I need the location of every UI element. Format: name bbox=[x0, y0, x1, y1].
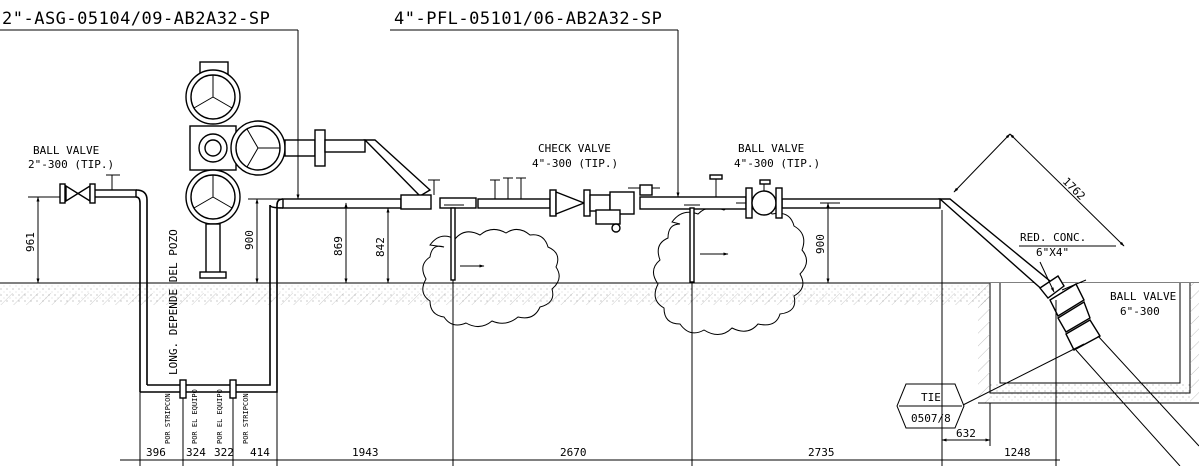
main-line-fittings bbox=[400, 174, 1199, 466]
dim-bottom-322: 322 bbox=[214, 446, 234, 459]
dim-900-right: 900 bbox=[814, 234, 827, 254]
ball-valve-right-label: BALL VALVE bbox=[1110, 290, 1176, 303]
main-pipe bbox=[282, 196, 1058, 294]
dim-bottom-324: 324 bbox=[186, 446, 206, 459]
ball-valve-mid-size: 4"-300 (TIP.) bbox=[734, 157, 820, 170]
scope-note-3: POR EL EQUIPO bbox=[216, 389, 224, 444]
well-head bbox=[185, 61, 432, 279]
ball-valve-right-size: 6"-300 bbox=[1120, 305, 1160, 318]
line-number-2in: 2"-ASG-05104/09-AB2A32-SP bbox=[2, 9, 270, 29]
reducer-size: 6"X4" bbox=[1036, 246, 1069, 259]
dim-bottom-2670: 2670 bbox=[560, 446, 587, 459]
dim-1762: 1762 bbox=[1060, 175, 1088, 203]
ball-valve-left-label: BALL VALVE bbox=[33, 144, 99, 157]
dim-1248: 1248 bbox=[1004, 446, 1031, 459]
dim-bottom-2735: 2735 bbox=[808, 446, 835, 459]
check-valve-size: 4"-300 (TIP.) bbox=[532, 157, 618, 170]
dim-632: 632 bbox=[956, 427, 976, 440]
dim-869: 869 bbox=[332, 236, 345, 256]
reducer-label: RED. CONC. bbox=[1020, 231, 1086, 244]
well-length-note: LONG. DEPENDE DEL POZO bbox=[167, 229, 180, 375]
ground bbox=[0, 282, 1199, 404]
tie-tag bbox=[896, 383, 965, 429]
scope-note-4: POR STRIPCON bbox=[242, 393, 250, 444]
dim-900-left: 900 bbox=[243, 230, 256, 250]
ball-valve-left-size: 2"-300 (TIP.) bbox=[28, 158, 114, 171]
check-valve-label: CHECK VALVE bbox=[538, 142, 611, 155]
scope-note-1: POR STRIPCON bbox=[164, 393, 172, 444]
dim-842: 842 bbox=[374, 237, 387, 257]
dimension-lines bbox=[28, 133, 1125, 466]
scope-note-2: POR EL EQUIPO bbox=[191, 389, 199, 444]
dim-961: 961 bbox=[24, 232, 37, 252]
line-number-4in: 4"-PFL-05101/06-AB2A32-SP bbox=[394, 9, 662, 29]
cloud-2 bbox=[653, 204, 807, 335]
dim-bottom-1943: 1943 bbox=[352, 446, 379, 459]
dim-bottom-396: 396 bbox=[146, 446, 166, 459]
tie-label: TIE bbox=[921, 391, 941, 404]
tie-number: 0507/8 bbox=[911, 412, 951, 425]
ball-valve-mid-label: BALL VALVE bbox=[738, 142, 804, 155]
left-branch bbox=[59, 174, 284, 399]
cloud-1 bbox=[422, 229, 560, 327]
dim-bottom-414: 414 bbox=[250, 446, 270, 459]
